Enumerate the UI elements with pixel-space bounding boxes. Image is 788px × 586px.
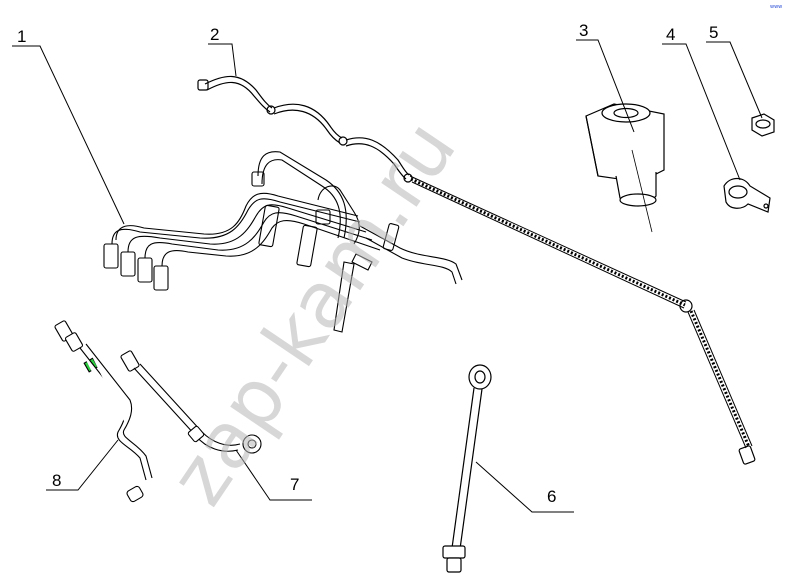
leader-lines <box>12 39 763 513</box>
part-7-pipe <box>120 350 262 454</box>
part-4-clamp <box>723 177 771 213</box>
callout-8: 8 <box>52 471 61 490</box>
callout-6: 6 <box>547 487 556 506</box>
part-6-banjo-pipe <box>442 364 492 573</box>
corner-mark: www <box>770 4 782 10</box>
leader-8 <box>46 439 119 491</box>
part-8-bent-pipe <box>54 320 153 503</box>
part-2-fuel-hose <box>197 75 756 465</box>
leader-5 <box>706 41 763 119</box>
callout-1: 1 <box>17 27 26 46</box>
part-1-fuel-pipe-set <box>103 151 463 333</box>
callout-labels: 1 2 3 4 5 6 7 8 <box>17 21 718 506</box>
leader-1 <box>12 45 125 225</box>
part-3-sleeve <box>585 103 665 233</box>
leader-2 <box>208 43 237 77</box>
callout-7: 7 <box>290 475 299 494</box>
leader-7 <box>235 449 312 501</box>
callout-3: 3 <box>579 21 588 40</box>
callout-5: 5 <box>709 23 718 42</box>
callout-2: 2 <box>210 25 219 44</box>
callout-4: 4 <box>666 25 675 44</box>
leader-6 <box>475 461 574 513</box>
leader-3 <box>576 39 635 133</box>
part-5-nut <box>751 113 775 137</box>
leader-4 <box>662 43 741 181</box>
watermark-text: zap-kam.ru <box>153 105 474 520</box>
